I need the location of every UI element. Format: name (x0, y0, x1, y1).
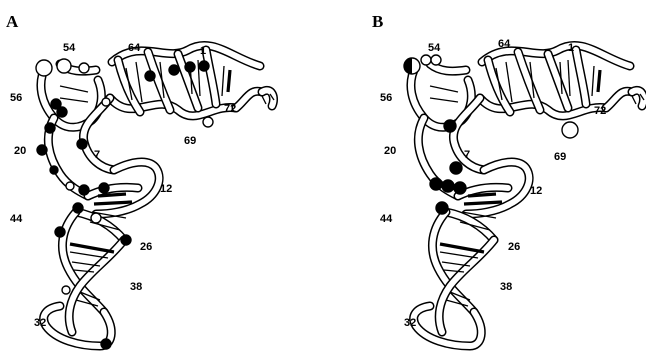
filled-circle-marker (45, 123, 55, 133)
half-filled-circle-marker (404, 58, 412, 74)
label-38: 38 (130, 281, 142, 293)
label-26: 26 (140, 241, 152, 253)
open-circle-marker (91, 213, 101, 223)
filled-circle-marker (99, 183, 109, 193)
label-1: 1 (200, 45, 206, 57)
filled-circle-marker (77, 139, 87, 149)
filled-circle-marker (444, 120, 456, 132)
open-circle-marker (562, 122, 578, 138)
label-7: 7 (94, 149, 100, 161)
filled-circle-marker (185, 62, 195, 72)
label-26: 26 (508, 241, 520, 253)
filled-circle-marker (37, 145, 47, 155)
label-1: 1 (568, 42, 574, 54)
open-circle-marker (79, 63, 89, 73)
label-44: 44 (10, 213, 23, 225)
filled-circle-marker (55, 227, 65, 237)
label-20: 20 (384, 145, 396, 157)
label-20: 20 (14, 145, 26, 157)
label-32: 32 (404, 317, 416, 329)
label-72: 72 (594, 105, 606, 117)
label-32: 32 (34, 317, 46, 329)
filled-circle-marker (57, 107, 67, 117)
filled-circle-marker (73, 203, 83, 213)
label-44: 44 (380, 213, 393, 225)
open-circle-marker (102, 98, 110, 106)
label-38: 38 (500, 281, 512, 293)
filled-circle-marker (145, 71, 155, 81)
label-54: 54 (63, 42, 76, 54)
label-69: 69 (554, 151, 566, 163)
panel-a: A 54 64 1 56 72 20 7 69 12 44 26 38 32 (6, 12, 274, 349)
open-circle-marker (66, 182, 74, 190)
panel-b: B 54 64 1 56 72 20 7 69 12 44 26 38 32 (372, 12, 644, 346)
filled-circle-marker (50, 166, 58, 174)
filled-circle-marker (121, 235, 131, 245)
label-56: 56 (10, 92, 22, 104)
open-circle-marker (36, 60, 52, 76)
open-circle-marker (62, 286, 70, 294)
panel-letter-b: B (372, 12, 383, 31)
open-circle-marker (421, 55, 431, 65)
filled-circle-marker (101, 339, 111, 349)
trna-backbone-b (411, 45, 644, 346)
trna-backbone-a (41, 45, 274, 346)
label-12: 12 (530, 185, 542, 197)
open-circle-marker (203, 117, 213, 127)
filled-circle-marker (169, 65, 179, 75)
label-64: 64 (498, 38, 511, 50)
label-56: 56 (380, 92, 392, 104)
filled-circle-marker (430, 178, 442, 190)
panel-letter-a: A (6, 12, 19, 31)
filled-circle-marker (79, 185, 89, 195)
label-12: 12 (160, 183, 172, 195)
label-72: 72 (224, 103, 236, 115)
label-64: 64 (128, 42, 141, 54)
label-7: 7 (464, 149, 470, 161)
filled-circle-marker (199, 61, 209, 71)
label-69: 69 (184, 135, 196, 147)
filled-circle-marker (450, 162, 462, 174)
label-54: 54 (428, 42, 441, 54)
open-circle-marker (431, 55, 441, 65)
filled-circle-marker (454, 182, 466, 194)
filled-circle-marker (436, 202, 448, 214)
open-circle-marker (57, 59, 71, 73)
filled-circle-marker (442, 180, 454, 192)
